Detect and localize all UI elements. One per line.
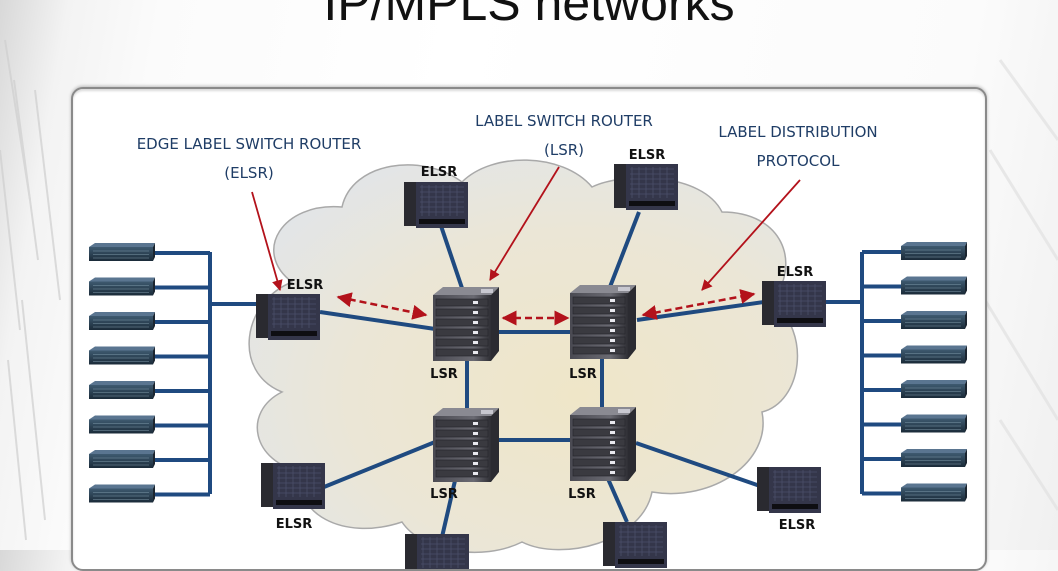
elsr-right-icon [762,281,826,327]
elsr-left-icon [256,294,320,340]
callout-lsr-line2: (LSR) [544,141,584,159]
host-switch-left [89,277,155,296]
lsr-top-left-icon [433,287,499,361]
label-lsr-bottom-right: LSR [568,487,596,502]
link [606,211,641,293]
lsr-top-right-icon [570,285,636,359]
callout-elsr-line1: EDGE LABEL SWITCH ROUTER [137,135,362,153]
label-lsr-top-right: LSR [569,367,597,382]
host-switch-right [901,414,967,433]
label-elsr-right: ELSR [777,265,814,280]
host-switch-right [901,311,967,329]
host-switch-left [89,312,155,330]
link [323,440,436,489]
link [440,471,459,538]
host-switch-right [901,276,967,295]
callout-lsr-line1: LABEL SWITCH ROUTER [475,112,653,130]
host-switch-left [89,381,155,399]
host-switch-right [901,483,967,502]
network-links [208,211,864,538]
elsr-bottom-right-icon [757,467,821,513]
host-switch-right [901,449,967,467]
label-elsr-bottom-right: ELSR [779,518,816,533]
elsr-bottom-center-left-icon [405,534,469,569]
callout-arrow-elsr [251,191,283,292]
label-elsr-left: ELSR [287,278,324,293]
elsr-top-left-icon [404,182,468,228]
link [635,441,761,488]
ldp-arrow [641,289,756,320]
host-switch-right [901,380,967,398]
slide-title: IP/MPLS networks [323,0,735,31]
label-lsr-bottom-left: LSR [430,487,458,502]
elsr-bottom-left-icon [261,463,325,509]
host-switch-left [89,415,155,434]
callout-arrow-lsr [489,166,560,281]
label-lsr-top-left: LSR [430,367,458,382]
ldp-arrow [336,292,428,320]
elsr-bottom-center-right-icon [603,522,667,568]
host-switch-left [89,484,155,503]
lsr-bottom-left-icon [433,408,499,482]
label-elsr-bottom-left: ELSR [276,517,313,532]
host-switch-left [89,450,155,468]
host-switch-left [89,243,155,261]
diagram-panel: EDGE LABEL SWITCH ROUTER (ELSR) LABEL SW… [71,87,987,571]
host-switch-right [901,242,967,260]
host-switch-left [89,346,155,365]
mpls-network-diagram: EDGE LABEL SWITCH ROUTER (ELSR) LABEL SW… [89,112,967,569]
callout-elsr-line2: (ELSR) [224,164,273,182]
mpls-cloud [248,159,799,554]
callout-ldp-line2: PROTOCOL [757,152,841,170]
host-switch-right [901,345,967,364]
label-elsr-top-left: ELSR [421,165,458,180]
callout-ldp-line1: LABEL DISTRIBUTION [718,123,877,141]
callout-arrow-ldp [701,179,801,291]
lsr-bottom-right-icon [570,407,636,481]
elsr-top-right-icon [614,164,678,210]
label-elsr-top-right: ELSR [629,148,666,163]
